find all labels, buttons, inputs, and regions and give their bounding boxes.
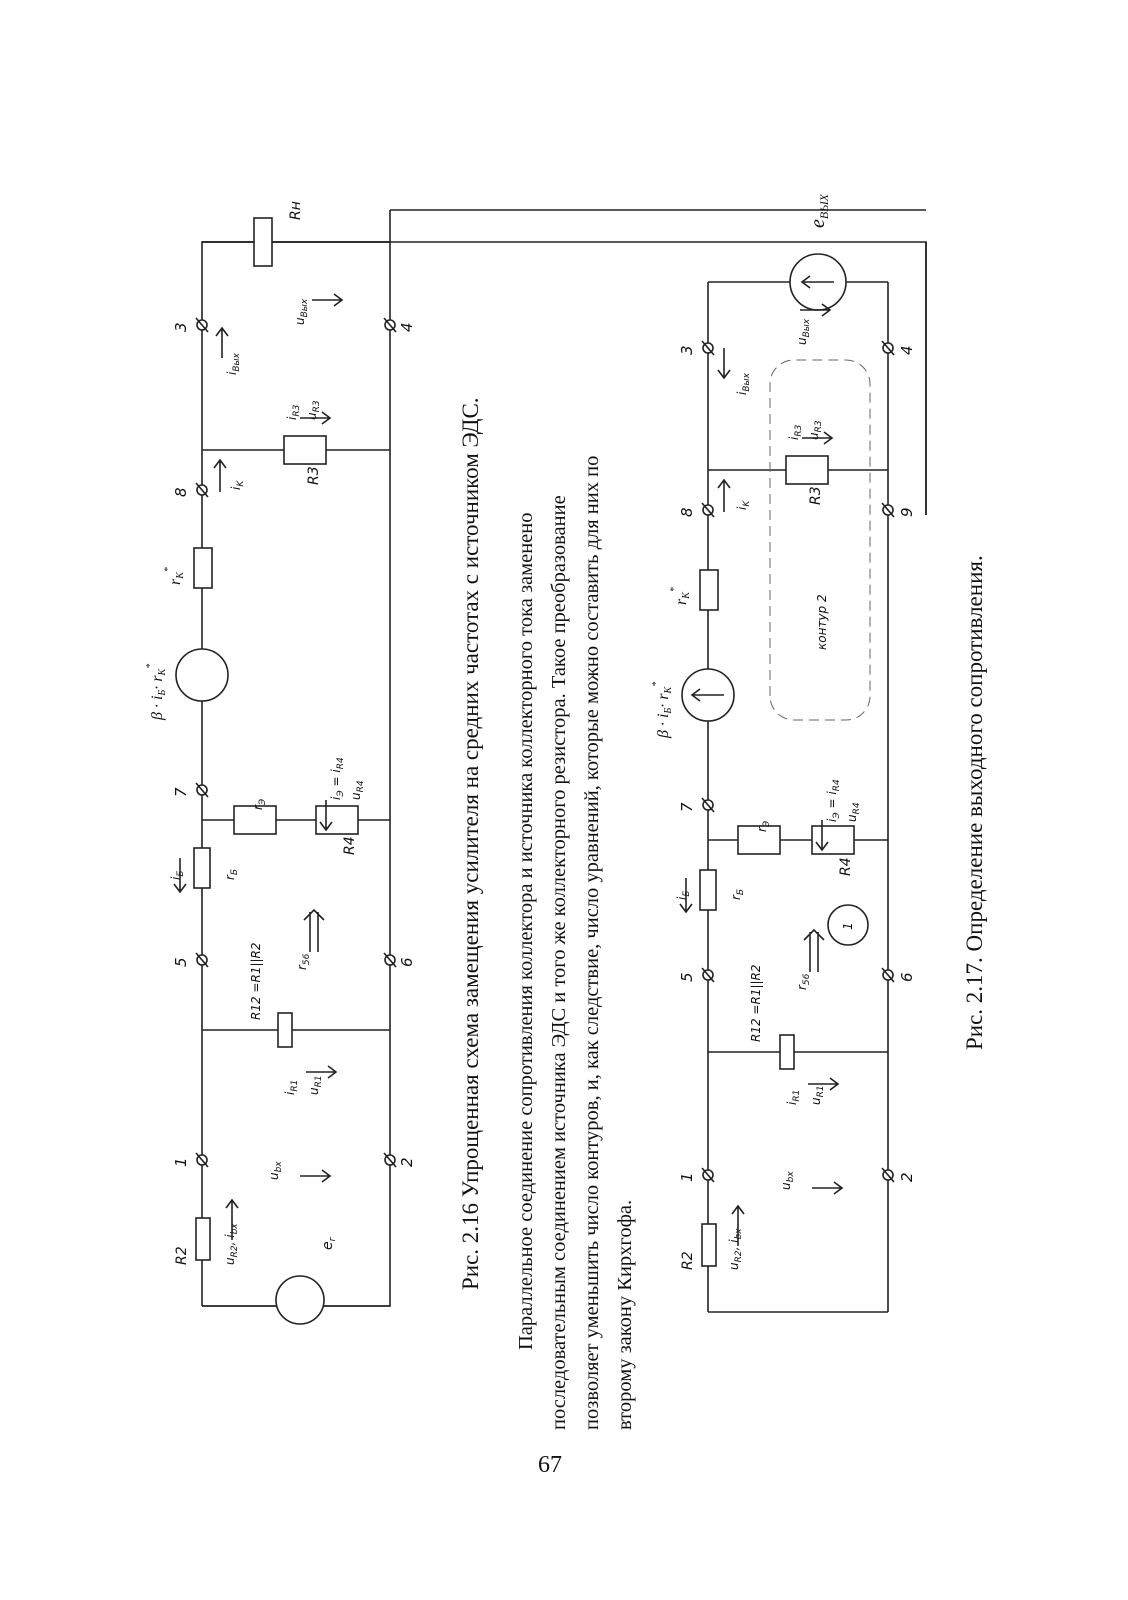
paragraph-line-4: второму закону Кирхгофа. xyxy=(614,1200,636,1430)
label-ur3: uR3 xyxy=(305,400,322,420)
resistor-rk-17 xyxy=(699,569,719,611)
label-r2: R2 xyxy=(174,1246,190,1265)
node-8-17: 8 xyxy=(678,507,696,517)
node-4: 4 xyxy=(398,322,416,332)
label-ivyx: iВых xyxy=(225,352,242,375)
source-eg xyxy=(275,1275,325,1325)
resistor-rb-17 xyxy=(699,869,717,911)
label-ur4: uR4 xyxy=(349,780,366,800)
label-rk: rK* xyxy=(163,567,186,585)
figure-2-17-schematic: 1 2 5 6 7 8 9 3 4 R2 uR2, ibx ubx iR1 uR… xyxy=(651,193,916,1313)
resistor-rk xyxy=(193,547,213,589)
label-rk-17: rK* xyxy=(669,587,692,605)
figure-2-17-caption: Рис. 2.17. Определение выходного сопроти… xyxy=(962,555,987,1050)
node-5-17: 5 xyxy=(678,972,696,982)
label-re: rЭ xyxy=(251,798,268,810)
node-8: 8 xyxy=(172,487,190,497)
label-ur4-17: uR4 xyxy=(845,802,862,822)
resistor-re xyxy=(233,805,277,835)
node-9-17: 9 xyxy=(898,507,916,517)
label-rb-17: rБ xyxy=(729,889,746,900)
label-ie-ir4: iЭ = iR4 xyxy=(329,757,346,800)
label-r3: R3 xyxy=(306,466,322,485)
label-rn: Rн xyxy=(288,201,304,220)
label-r56-17: r56 xyxy=(795,973,812,990)
node-6-17: 6 xyxy=(898,972,916,982)
arrows-16 xyxy=(173,293,344,1240)
node-markers-17 xyxy=(701,340,895,1183)
figure-2-16-schematic: 1 2 5 6 7 8 3 4 R2 uR2, ibx eг ubx iR1 u… xyxy=(145,201,927,1325)
resistor-r3 xyxy=(283,435,327,465)
resistor-r2-17 xyxy=(701,1223,717,1267)
node-5: 5 xyxy=(172,957,190,967)
label-ubx-17: ubx xyxy=(779,1171,796,1190)
label-ir1-17: iR1 xyxy=(785,1090,802,1105)
loop-1-label: 1 xyxy=(841,922,855,930)
label-ib: iБ xyxy=(169,870,186,880)
node-1-17: 1 xyxy=(678,1172,696,1182)
resistor-r4 xyxy=(315,805,359,835)
source-beta xyxy=(175,648,229,702)
resistor-rn xyxy=(253,217,273,267)
resistor-rb xyxy=(193,847,211,889)
label-ivyx-17: iВых xyxy=(735,372,752,395)
label-ur1-17: uR1 xyxy=(809,1085,826,1105)
label-ik-17: iK xyxy=(735,500,752,510)
label-r2-17: R2 xyxy=(680,1251,696,1270)
label-ir1: iR1 xyxy=(283,1080,300,1095)
label-r12-17: R12 =R1||R2 xyxy=(749,964,763,1042)
loop-2-outline xyxy=(769,359,871,721)
label-ur3-17: uR3 xyxy=(807,420,824,440)
label-ur2-ibx-17: uR2, ibx xyxy=(727,1228,744,1270)
loop-2-label: контур 2 xyxy=(815,594,829,650)
loop-1-circle xyxy=(827,904,869,946)
label-ir3: iR3 xyxy=(285,404,302,420)
node-3: 3 xyxy=(172,322,190,332)
paragraph-line-3: позволяет уменьшить число контуров, и, к… xyxy=(581,456,603,1430)
label-ib-17: iБ xyxy=(675,890,692,900)
node-6: 6 xyxy=(398,957,416,967)
body-paragraph: Параллельное соединение сопротивления ко… xyxy=(515,456,636,1430)
node-2: 2 xyxy=(398,1157,416,1167)
label-ur1: uR1 xyxy=(307,1075,324,1095)
label-beta: β · iБ· rK* xyxy=(145,664,168,721)
node-2-17: 2 xyxy=(898,1172,916,1182)
label-r12: R12 =R1||R2 xyxy=(249,942,263,1020)
resistor-r4-17 xyxy=(811,825,855,855)
label-ubx: ubx xyxy=(267,1161,284,1180)
label-ie-ir4-17: iЭ = iR4 xyxy=(825,779,842,822)
label-r56: r56 xyxy=(295,953,312,970)
label-r3-17: R3 xyxy=(808,486,824,505)
label-rb: rБ xyxy=(223,869,240,880)
label-ir3-17: iR3 xyxy=(787,424,804,440)
resistor-r2 xyxy=(195,1217,211,1261)
label-evyx: eВЫХ xyxy=(807,193,831,228)
resistor-r12-17 xyxy=(779,1034,795,1070)
label-uvyx-17: uВых xyxy=(795,318,812,345)
label-r4-17: R4 xyxy=(838,857,854,876)
resistor-r12 xyxy=(277,1012,293,1048)
node-3-17: 3 xyxy=(678,345,696,355)
label-beta-17: β · iБ· rK* xyxy=(651,682,674,739)
node-markers-16 xyxy=(195,317,397,1168)
label-ik: iK xyxy=(229,480,246,490)
figure-2-16-caption: Рис. 2.16 Упрощенная схема замещения уси… xyxy=(458,397,483,1290)
label-eg: eг xyxy=(320,1236,338,1250)
node-1: 1 xyxy=(172,1157,190,1167)
resistor-re-17 xyxy=(737,825,781,855)
label-r4: R4 xyxy=(342,836,358,855)
paragraph-line-1: Параллельное соединение сопротивления ко… xyxy=(515,513,537,1351)
label-uvyx: uВых xyxy=(293,298,310,325)
label-re-17: rЭ xyxy=(755,820,772,832)
label-ur2-ibx: uR2, ibx xyxy=(223,1223,240,1265)
node-4-17: 4 xyxy=(898,345,916,355)
node-7-17: 7 xyxy=(678,802,696,812)
node-7: 7 xyxy=(172,787,190,797)
resistor-r3-17 xyxy=(785,455,829,485)
arrows-17 xyxy=(679,275,844,1246)
right-wire xyxy=(390,209,927,515)
paragraph-line-2: последовательным соединением источника Э… xyxy=(548,495,570,1430)
